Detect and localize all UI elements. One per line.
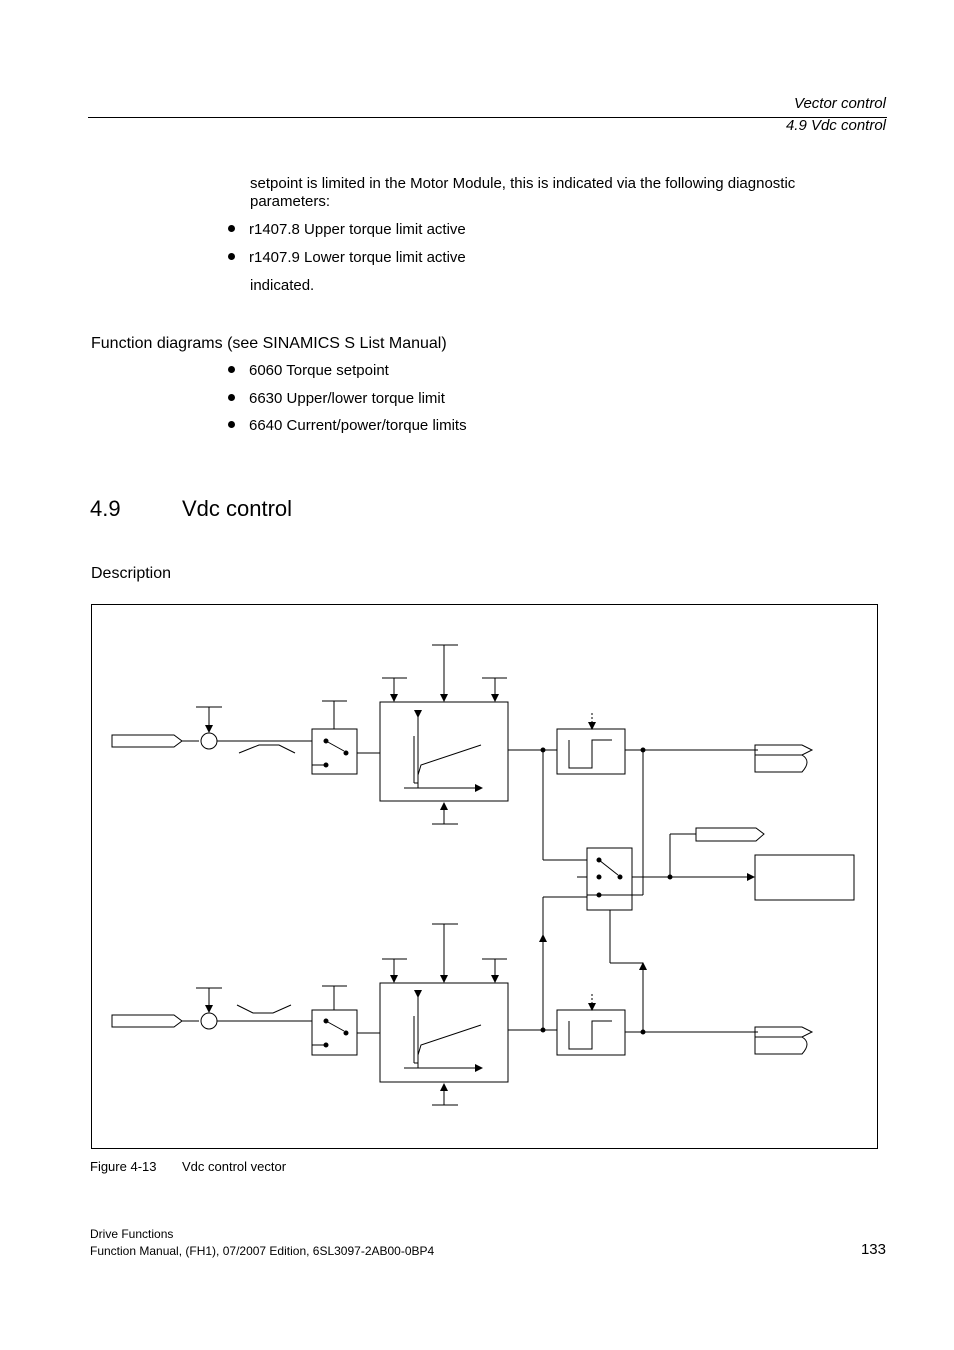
- output-target-block: [754, 854, 855, 901]
- page-number: 133: [860, 1241, 886, 1258]
- footer-line-1: Drive Functions: [90, 1227, 174, 1241]
- list-item-text: 6630 Upper/lower torque limit: [249, 390, 445, 407]
- bullet-icon: [228, 394, 235, 401]
- footer-line-2: Function Manual, (FH1), 07/2007 Edition,…: [90, 1244, 435, 1258]
- figure-caption-label: Figure 4-13: [90, 1159, 157, 1174]
- list-item: 6630 Upper/lower torque limit: [228, 390, 445, 407]
- bullet-icon: [228, 253, 235, 260]
- selector-switch-box: [586, 847, 633, 911]
- status-connector: [695, 827, 765, 842]
- bullet-icon: [228, 225, 235, 232]
- running-header-chapter: Vector control: [794, 95, 886, 112]
- switch-box-lower: [311, 1009, 358, 1056]
- hysteresis-symbol-upper: [238, 744, 296, 754]
- section-title: Vdc control: [182, 496, 293, 521]
- summing-junction-upper: [200, 732, 218, 750]
- list-item: r1407.9 Lower torque limit active: [228, 249, 466, 266]
- list-item-text: 6640 Current/power/torque limits: [249, 417, 467, 434]
- hysteresis-symbol-lower: [236, 1004, 292, 1014]
- bullet-icon: [228, 366, 235, 373]
- upper-path: [111, 644, 814, 825]
- list-item-text: r1407.9 Lower torque limit active: [249, 249, 466, 266]
- selector-path: [539, 750, 855, 1030]
- output-connector-upper: [754, 744, 814, 756]
- bullet-icon: [228, 421, 235, 428]
- running-header-section: 4.9 Vdc control: [785, 117, 886, 134]
- summing-junction-lower: [200, 1012, 218, 1030]
- limit-block-upper: [556, 728, 626, 775]
- output-connector-lower: [754, 1026, 814, 1038]
- controller-block-upper: [379, 701, 509, 802]
- figure-caption: Figure 4-13 Vdc control vector: [90, 1159, 286, 1174]
- list-item: r1407.8 Upper torque limit active: [228, 221, 466, 238]
- switch-box-upper: [311, 728, 358, 775]
- lower-path: [111, 923, 814, 1106]
- controller-block-lower: [379, 982, 509, 1083]
- input-connector-lower: [111, 1014, 183, 1028]
- list-item-text: 6060 Torque setpoint: [249, 362, 389, 379]
- list-item-text: r1407.8 Upper torque limit active: [249, 221, 466, 238]
- header-rule: [88, 117, 887, 118]
- intro-trailing-text: indicated.: [250, 277, 315, 294]
- figure-frame: [91, 604, 878, 1149]
- list-item: 6060 Torque setpoint: [228, 362, 389, 379]
- figure-caption-text: Vdc control vector: [182, 1159, 287, 1174]
- intro-paragraph: setpoint is limited in the Motor Module,…: [250, 175, 796, 210]
- function-diagrams-heading: Function diagrams (see SINAMICS S List M…: [91, 335, 447, 352]
- input-connector-upper: [111, 734, 183, 748]
- section-number: 4.9: [90, 496, 121, 521]
- description-heading: Description: [91, 565, 172, 582]
- list-item: 6640 Current/power/torque limits: [228, 417, 467, 434]
- vdc-control-block-diagram: [111, 644, 855, 1106]
- limit-block-lower: [556, 1009, 626, 1056]
